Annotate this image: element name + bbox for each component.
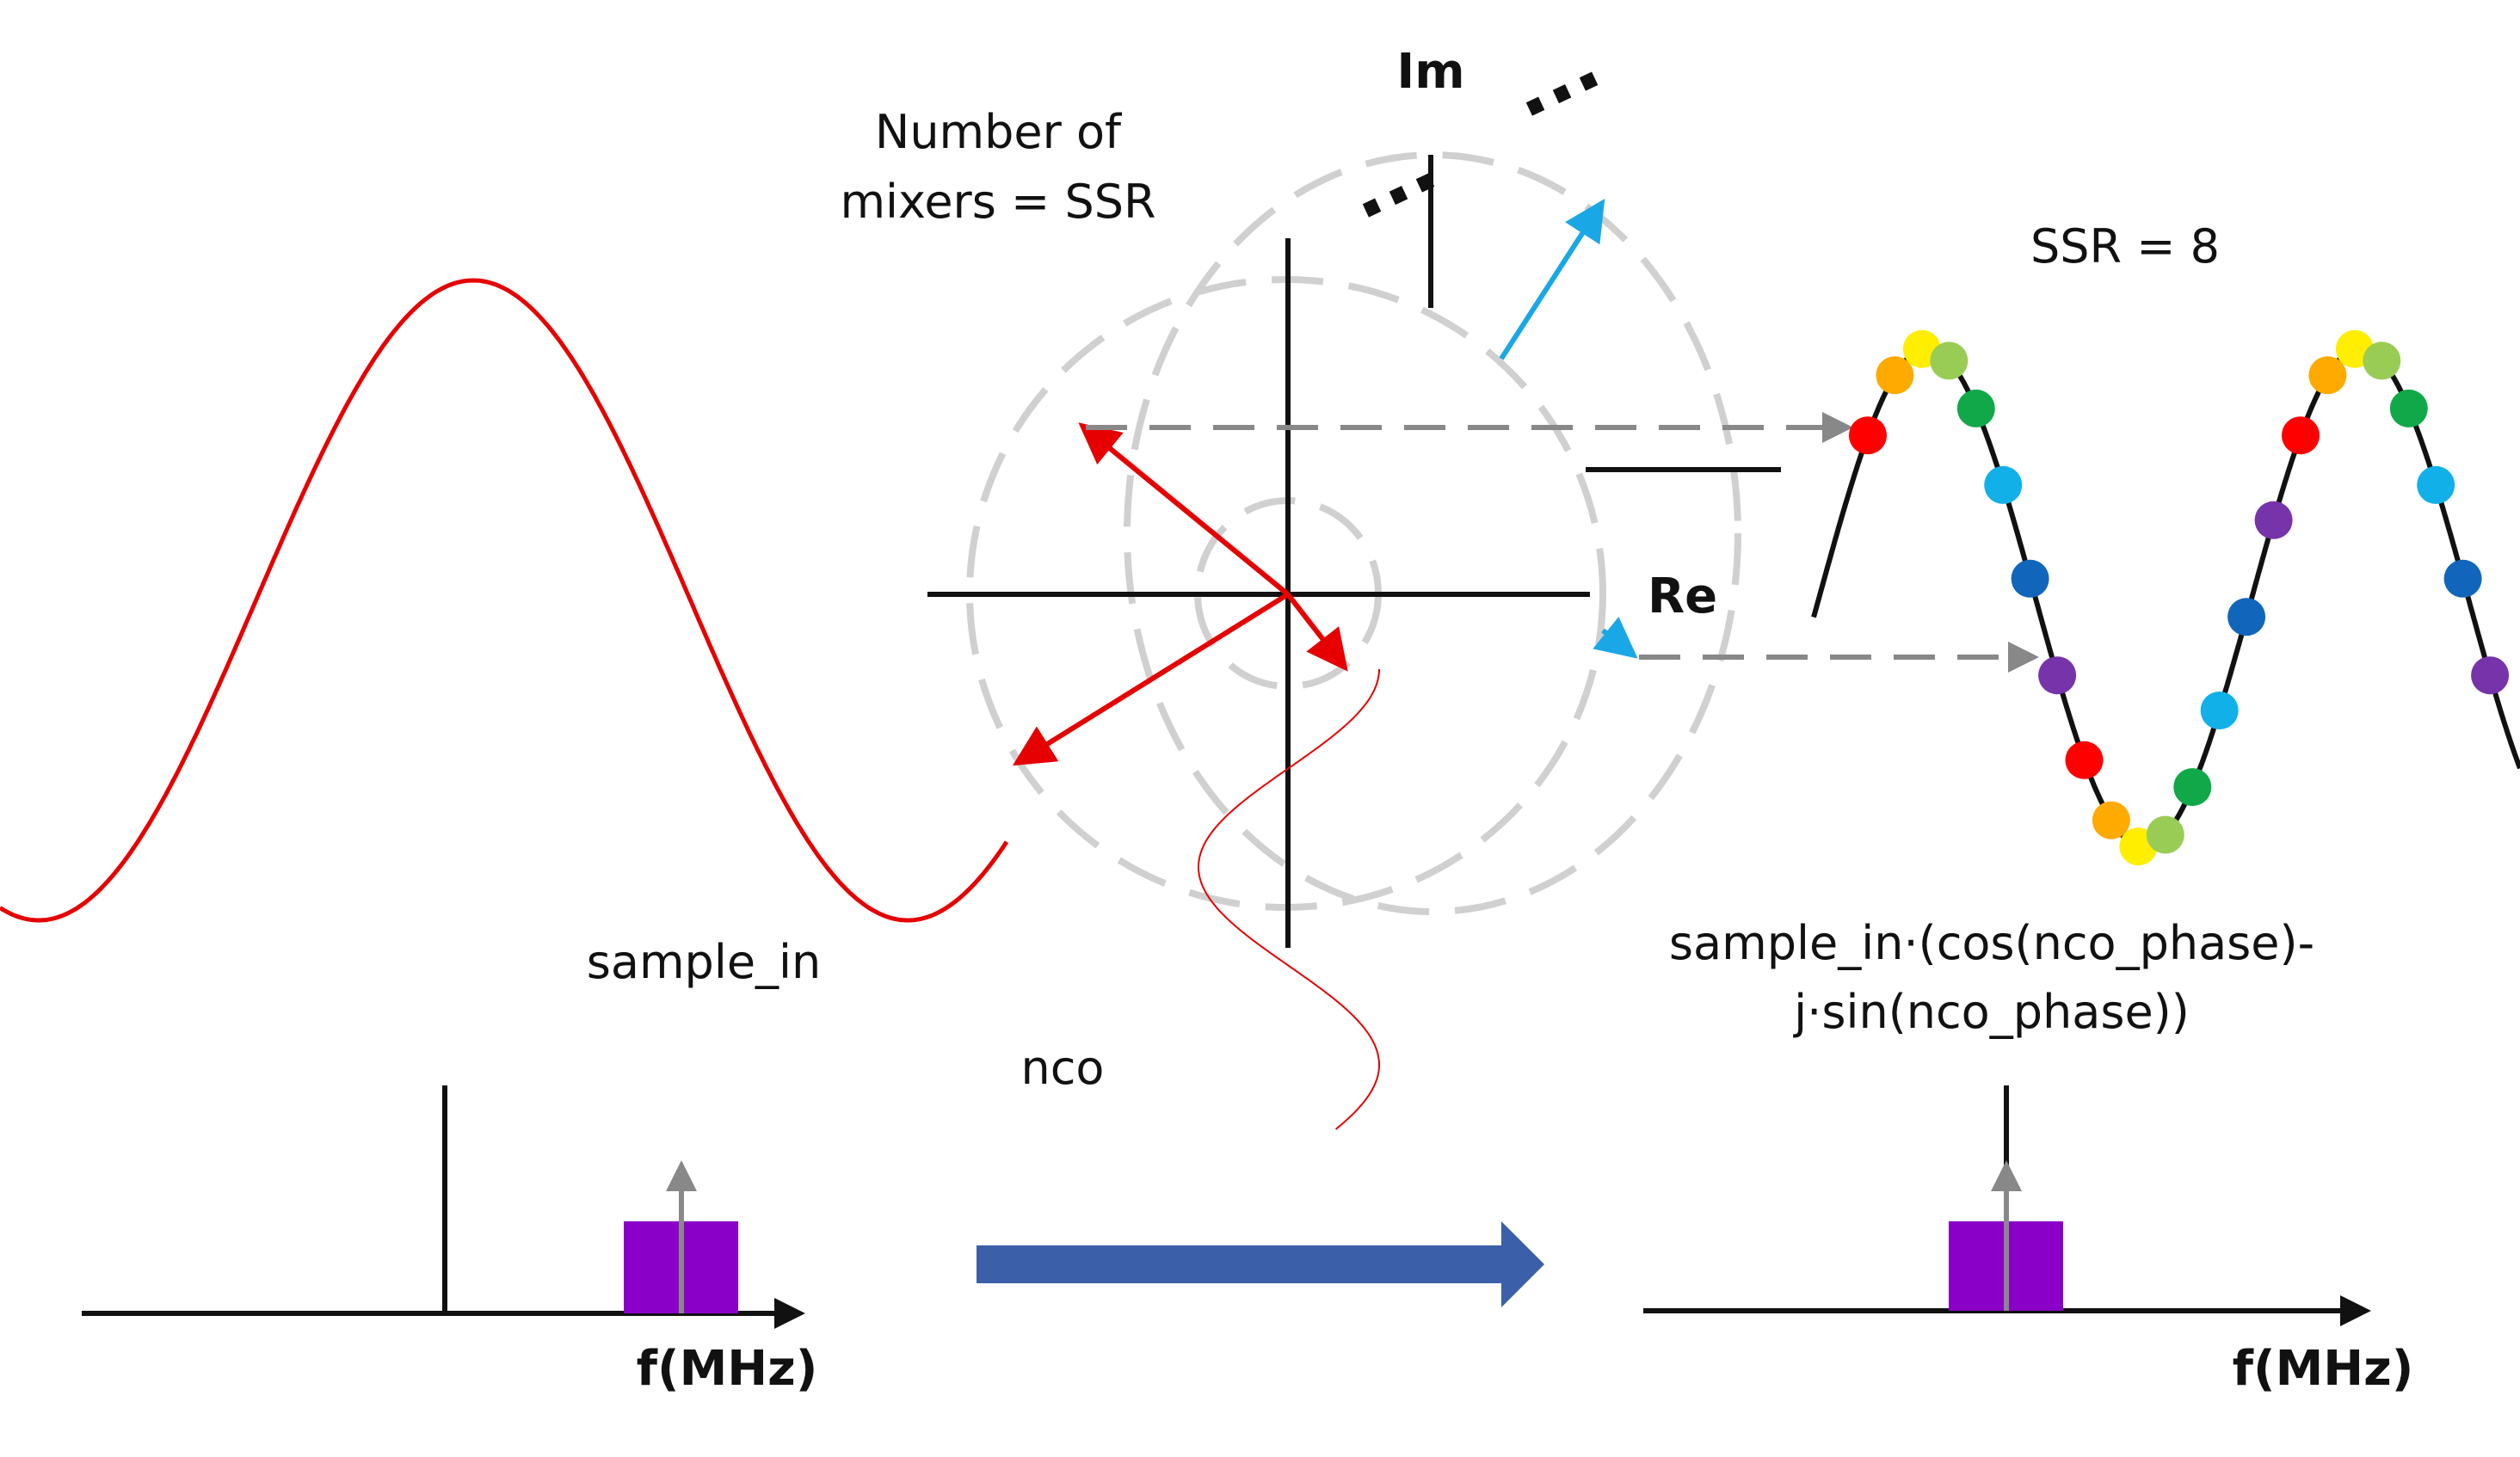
input-spectrum: f(MHz) bbox=[82, 1085, 817, 1397]
sample-point bbox=[1876, 356, 1914, 395]
mixers-label-line2: mixers = SSR bbox=[840, 175, 1155, 229]
sample-point bbox=[2254, 501, 2293, 539]
phase-vector-1 bbox=[1078, 422, 1290, 597]
blue-phase-vectors bbox=[1499, 198, 1638, 659]
mixer-phase-circles bbox=[966, 151, 1741, 915]
blue-phase-vector-short bbox=[1593, 616, 1638, 659]
output-spectrum: f(MHz) bbox=[1643, 1085, 2413, 1397]
sample-point bbox=[2038, 656, 2077, 695]
back-complex-axes bbox=[1428, 155, 1781, 472]
sample-point bbox=[1956, 389, 1995, 427]
sample-point bbox=[2471, 656, 2510, 695]
sample-point bbox=[2443, 559, 2482, 598]
sample-point bbox=[2308, 356, 2347, 395]
output-spectrum-freq-label: f(MHz) bbox=[2233, 1341, 2414, 1397]
sample-point bbox=[2011, 559, 2049, 598]
nco-label: nco bbox=[1021, 1041, 1105, 1095]
sample-point bbox=[2389, 389, 2428, 427]
phase-vectors bbox=[1012, 422, 1348, 766]
mixing-direction-arrow bbox=[977, 1221, 1544, 1307]
sample-point bbox=[2065, 741, 2104, 779]
sample-point bbox=[2173, 768, 2212, 807]
ellipsis-left: ⋅⋅⋅ bbox=[1340, 136, 1457, 255]
outer-dashed-circle bbox=[1124, 151, 1741, 915]
sample-point bbox=[2092, 801, 2130, 839]
phase-vector-3 bbox=[1285, 593, 1348, 672]
nco-waveform bbox=[1198, 669, 1380, 1130]
sample-point bbox=[2363, 341, 2401, 380]
input-spectrum-freq-label: f(MHz) bbox=[637, 1341, 818, 1397]
output-expression-line1: sample_in·(cos(nco_phase)- bbox=[1669, 916, 2314, 970]
sample-point bbox=[2282, 416, 2320, 455]
mixers-label-line1: Number of bbox=[875, 105, 1123, 159]
sample-point bbox=[2200, 692, 2239, 730]
sample-point bbox=[1984, 465, 2023, 504]
projection-arrows bbox=[1086, 412, 2039, 673]
output-expression-line2: j·sin(nco_phase)) bbox=[1793, 985, 2190, 1039]
sample-point bbox=[2146, 815, 2184, 854]
real-axis-label: Re bbox=[1648, 569, 1717, 624]
sample-point bbox=[1930, 341, 1969, 380]
sample-point bbox=[2417, 465, 2455, 504]
ssr-label: SSR = 8 bbox=[2030, 219, 2220, 274]
imaginary-axis-label: Im bbox=[1396, 44, 1464, 100]
phase-vector-2 bbox=[1012, 592, 1290, 766]
blue-phase-vector bbox=[1499, 198, 1605, 360]
sample-point bbox=[2227, 598, 2266, 636]
sample-in-waveform bbox=[0, 278, 1009, 923]
sample-in-label: sample_in bbox=[587, 935, 822, 989]
ellipsis-top: ⋅⋅⋅ bbox=[1503, 34, 1621, 154]
sample-point bbox=[1849, 416, 1887, 455]
sample-points bbox=[1849, 329, 2510, 866]
